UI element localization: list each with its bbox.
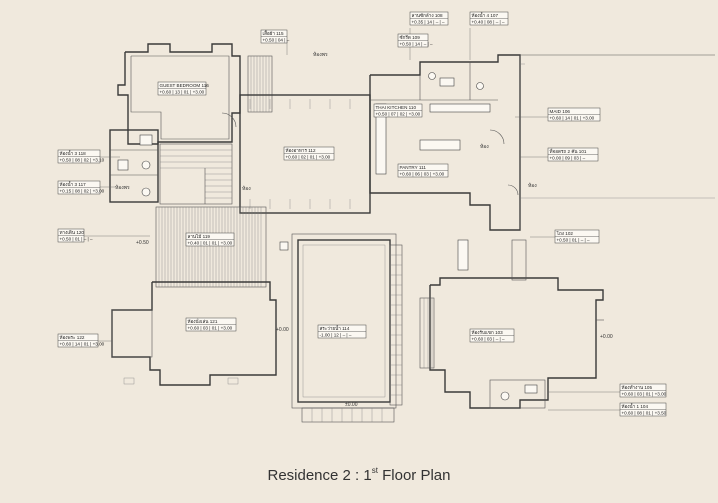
pool-tag: สระว่ายน้ำ 114 -1.00 | 12 | ‒ | ‒ — [317, 324, 367, 339]
pantry-tag: PANTRY 111 +0.60 | 06 | 03 | +3.00 — [397, 163, 449, 178]
room-tag-levels: +0.60 | 03 | 01 | +3.00 — [188, 326, 233, 331]
reception-tag: ห้องรับแขก 103 +0.60 | 03 | ‒ | ‒ — [469, 328, 515, 343]
room-tag-name: สระว่ายน้ำ 114 — [320, 325, 350, 331]
room-tag-name: ห้องรับแขก 103 — [472, 329, 504, 335]
room-tag-name: ห้องน้ำ 1 104 — [622, 403, 649, 409]
living-tag: ห้องอาหาร 112 +0.60 | 02 | 01 | +3.00 — [283, 146, 335, 161]
room-tag-levels: +0.60 | 08 | 01 | +3.50 — [622, 411, 667, 416]
room-tag-name: เสื้อผ้า 115 — [263, 30, 284, 36]
bedroom-tag: ห้องทำงาน 105 +0.60 | 03 | 01 | +3.00 — [619, 383, 667, 398]
room-tag-name: ซักรีด 109 — [400, 34, 421, 40]
room-tag-name: ที่จอดรถ 2 คัน 101 — [550, 148, 587, 154]
level-mark: +0.00 — [276, 327, 289, 333]
room-tag-name: ห้องอาหาร 112 — [286, 148, 316, 153]
room-tag-levels: -1.00 | 12 | ‒ | ‒ — [320, 333, 352, 338]
wooden-terrace — [155, 206, 267, 288]
room-tag-levels: +0.40 | 08 | ‒ | ‒ — [472, 20, 506, 25]
caption-sup: st — [371, 466, 378, 475]
room-tag-levels: +0.60 | 14 | 01 | +3.00 — [60, 342, 105, 347]
room-tag-levels: +0.50 | 07 | 02 | +3.00 — [376, 112, 421, 117]
room-tag-name: ห้องพระ 122 — [60, 335, 85, 340]
room-tag-levels: +0.60 | 03 | ‒ | ‒ — [472, 337, 506, 342]
room-tag-levels: +0.50 | 04 | ‒ — [263, 38, 290, 43]
stair-tag: ทางเดิน 120 +0.50 | 01 | ‒ | ‒ — [57, 228, 94, 243]
room-tag-levels: +0.40 | 01 | 01 | +3.00 — [188, 241, 233, 246]
powder-room-tag: ห้องน้ำ 3 117 +0.15 | 08 | 02 | +3.00 — [57, 180, 105, 195]
plan-caption: Residence 2 : 1st Floor Plan — [0, 466, 718, 484]
room-tag-levels: +0.60 | 06 | 03 | +3.00 — [400, 172, 445, 177]
room-tag-name: ลานซักล้าง 108 — [412, 12, 443, 18]
door-label: ห้อง — [528, 182, 537, 189]
toilet-4-tag: ห้องน้ำ 4 107 +0.40 | 08 | ‒ | ‒ — [469, 11, 509, 26]
toilet-1-tag: ห้องน้ำ 1 104 +0.60 | 08 | 01 | +3.50 — [619, 402, 667, 417]
level-mark: +0.00 — [600, 334, 613, 340]
room-tag-name: THAI KITCHEN 110 — [376, 105, 417, 110]
reception-wing — [419, 239, 604, 409]
room-tag-levels: +0.50 | 08 | 02 | +3.10 — [60, 158, 105, 163]
family-room — [111, 281, 277, 386]
porch-tag: โถง 102 +0.50 | 01 | ‒ | ‒ — [554, 229, 600, 244]
garage-outline — [507, 54, 715, 230]
caption-suffix: Floor Plan — [377, 467, 451, 484]
door-label: ห้องพร — [115, 184, 130, 191]
toilet-3-tag: ห้องน้ำ 3 118 +0.50 | 08 | 02 | +3.10 — [57, 149, 105, 164]
door-label: ห้อง — [480, 143, 489, 150]
room-tag-levels: +0.60 | 13 | 01 | +3.00 — [160, 90, 205, 95]
kitchen-wing — [369, 54, 521, 231]
swimming-pool — [279, 233, 469, 423]
room-tag-levels: +0.50 | 01 | ‒ | ‒ — [60, 237, 94, 242]
room-tag-levels: +0.00 | 09 | 03 | ‒ — [550, 156, 586, 161]
guest-bedroom-tag: GUEST BEDROOM 116 +0.60 | 13 | 01 | +3.00 — [157, 81, 210, 96]
room-tag-levels: +0.35 | 14 | ‒ | ‒ — [412, 20, 446, 25]
kitchen-tag: THAI KITCHEN 110 +0.50 | 07 | 02 | +3.00 — [373, 103, 423, 118]
room-tag-levels: +0.15 | 08 | 02 | +3.00 — [60, 189, 105, 194]
room-tag-name: ห้องน้ำ 3 118 — [60, 150, 87, 156]
prayer-tag: ห้องพระ 122 +0.60 | 14 | 01 | +3.00 — [57, 333, 105, 348]
room-tag-levels: +0.50 | 01 | ‒ | ‒ — [557, 238, 591, 243]
caption-prefix: Residence 2 : 1 — [267, 467, 372, 484]
maid-tag: MAID 106 +0.60 | 14 | 01 | +3.00 — [547, 107, 601, 122]
room-tag-levels: +0.50 | 14 | ‒ | ‒ — [400, 42, 434, 47]
room-tag-levels: +0.60 | 14 | 01 | +3.00 — [550, 116, 595, 121]
level-mark: +0.50 — [136, 240, 149, 246]
maid-toilet-tag: ลานซักล้าง 108 +0.35 | 14 | ‒ | ‒ — [409, 11, 449, 26]
family-tag: ห้องนั่งเล่น 121 +0.60 | 03 | 01 | +3.00 — [185, 317, 237, 332]
door-label: ห้อง — [242, 185, 251, 192]
room-tag-name: MAID 106 — [550, 109, 571, 114]
closet-tag: เสื้อผ้า 115 +0.50 | 04 | ‒ — [260, 29, 290, 44]
room-tag-name: ทางเดิน 120 — [60, 230, 85, 235]
room-tag-name: ลานไม้ 119 — [188, 233, 211, 239]
room-tag-name: ห้องทำงาน 105 — [622, 385, 653, 390]
garage-tag: ที่จอดรถ 2 คัน 101 +0.00 | 09 | 03 | ‒ — [547, 147, 599, 162]
room-tag-name: ห้องนั่งเล่น 121 — [188, 318, 218, 324]
room-tag-name: GUEST BEDROOM 116 — [160, 83, 210, 88]
level-mark: ±0.00 — [345, 402, 358, 408]
room-tag-name: ห้องน้ำ 4 107 — [472, 12, 499, 18]
laundry-tag: ซักรีด 109 +0.50 | 14 | ‒ | ‒ — [397, 33, 434, 48]
room-tag-levels: +0.60 | 03 | 01 | +3.00 — [622, 392, 667, 397]
room-tag-levels: +0.60 | 02 | 01 | +3.00 — [286, 155, 331, 160]
room-tag-name: ห้องน้ำ 3 117 — [60, 181, 87, 187]
room-tag-name: โถง 102 — [557, 230, 574, 236]
terrace-tag: ลานไม้ 119 +0.40 | 01 | 01 | +3.00 — [185, 232, 235, 247]
bath-stair-block — [109, 129, 233, 205]
room-tag-name: PANTRY 111 — [400, 165, 427, 170]
door-label: ห้องพร — [313, 51, 328, 58]
